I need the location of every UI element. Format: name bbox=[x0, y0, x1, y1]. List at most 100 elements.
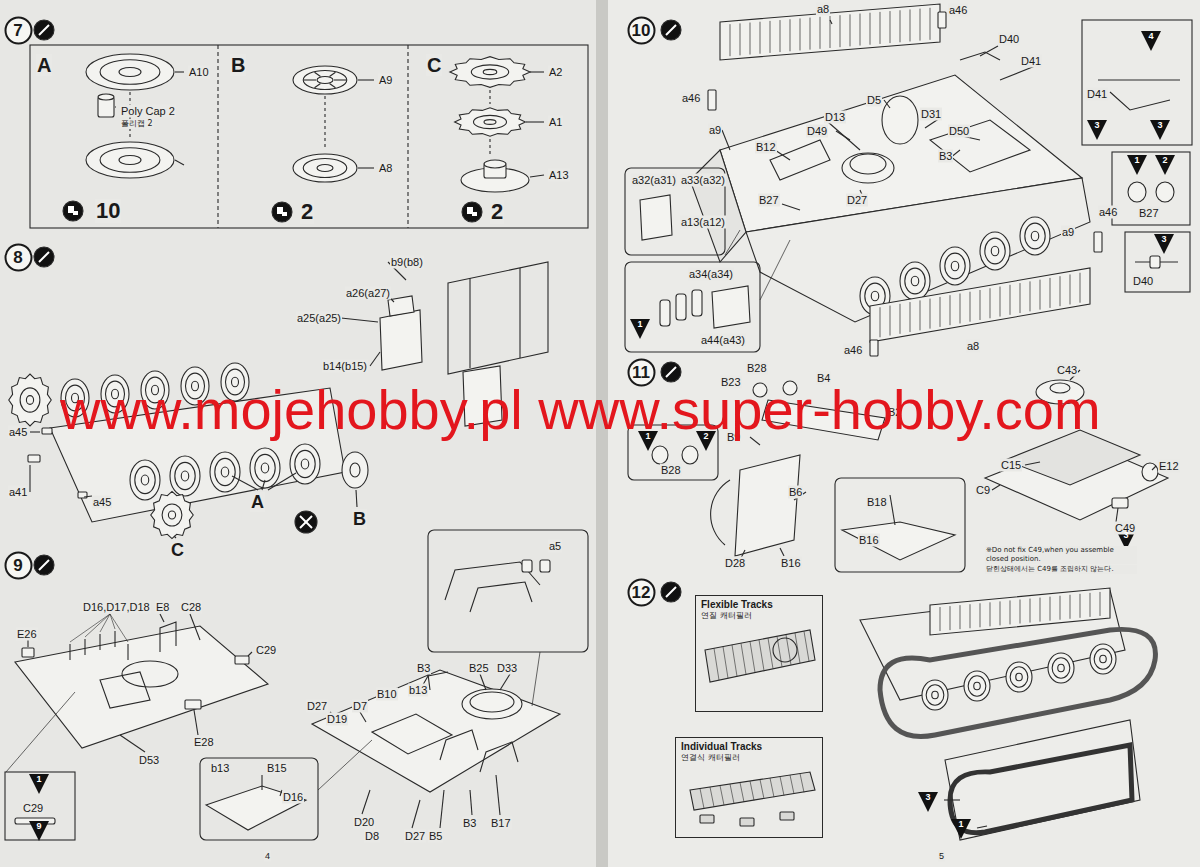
idler-wheel bbox=[293, 66, 357, 94]
part-number: D41 bbox=[1020, 55, 1042, 68]
track-link bbox=[760, 780, 764, 799]
hatch-plate bbox=[372, 714, 452, 754]
inset-frame bbox=[428, 530, 588, 652]
side-screen bbox=[1040, 280, 1041, 310]
pencil-icon bbox=[39, 252, 49, 262]
pencil-icon bbox=[34, 20, 54, 40]
pencil-icon bbox=[661, 20, 681, 40]
leader-line bbox=[530, 71, 544, 72]
road-wheel bbox=[295, 450, 315, 477]
step-number: 9 bbox=[13, 556, 22, 575]
road-wheel bbox=[871, 291, 879, 301]
side-screen bbox=[770, 21, 771, 53]
leader-line bbox=[440, 790, 444, 828]
leader-line bbox=[775, 150, 790, 160]
side-screen bbox=[870, 268, 1090, 342]
side-screen bbox=[820, 17, 821, 49]
quantity-icon bbox=[63, 201, 83, 221]
part-number: B3 bbox=[416, 662, 431, 675]
side-screen bbox=[1080, 273, 1081, 303]
side-screen bbox=[970, 604, 971, 628]
part-number: D19 bbox=[326, 713, 348, 726]
road-wheel bbox=[1020, 217, 1050, 255]
track-link bbox=[795, 633, 800, 663]
road-wheel bbox=[945, 253, 965, 279]
leader-line bbox=[977, 826, 987, 828]
leader-line bbox=[1025, 462, 1040, 465]
part-number: a13(a12) bbox=[680, 216, 726, 229]
hatch-open bbox=[882, 96, 918, 144]
part-number: D7 bbox=[352, 700, 368, 713]
idler-spoke bbox=[334, 79, 346, 80]
callout-triangle bbox=[1127, 155, 1147, 175]
part-number: A10 bbox=[188, 66, 210, 79]
floor-part bbox=[22, 648, 34, 657]
idler-wheel bbox=[303, 158, 347, 177]
floor-part bbox=[185, 700, 201, 709]
cargo-hatch bbox=[930, 120, 1030, 172]
step-number: 7 bbox=[13, 21, 22, 40]
leader-line bbox=[30, 431, 40, 432]
leader-line bbox=[27, 640, 28, 647]
part-detail bbox=[652, 446, 668, 464]
hull-side bbox=[945, 720, 1140, 840]
road-wheel bbox=[135, 466, 155, 493]
final-drive bbox=[484, 160, 506, 168]
callout-number: 1 bbox=[31, 773, 47, 785]
inset-box: Individual Tracks연결식 캐터필러 bbox=[675, 737, 823, 838]
road-wheel bbox=[170, 456, 200, 496]
part-number: C29 bbox=[255, 644, 277, 657]
part-number: a5 bbox=[548, 540, 562, 553]
leader-line bbox=[782, 204, 800, 210]
sprocket bbox=[26, 396, 33, 405]
side-screen bbox=[1030, 281, 1031, 311]
poly-cap bbox=[98, 94, 114, 100]
part-number: b9(b8) bbox=[390, 256, 424, 269]
leader-line bbox=[115, 106, 116, 107]
part-number: D27 bbox=[306, 700, 328, 713]
part-number: E28 bbox=[193, 736, 215, 749]
idler-spoke bbox=[330, 83, 336, 87]
part-number: a25(a25) bbox=[296, 312, 342, 325]
part-number: D49 bbox=[806, 125, 828, 138]
side-screen bbox=[1070, 595, 1071, 619]
road-wheel bbox=[290, 444, 320, 484]
side-screen bbox=[850, 14, 851, 46]
track-link bbox=[804, 631, 809, 661]
no-glue-icon bbox=[300, 516, 312, 528]
side-screen bbox=[1050, 597, 1051, 621]
leader-line bbox=[248, 652, 252, 656]
road-wheel bbox=[968, 676, 986, 696]
quantity: 2 bbox=[490, 200, 504, 224]
pencil-icon bbox=[666, 587, 676, 597]
idler-spoke bbox=[315, 72, 321, 76]
zoom-line bbox=[6, 692, 75, 772]
road-wheel bbox=[932, 691, 939, 699]
track-link bbox=[750, 642, 755, 673]
rotation-arrow bbox=[711, 480, 730, 545]
side-screen bbox=[930, 299, 931, 329]
sprocket bbox=[484, 120, 496, 125]
quantity-icon bbox=[73, 211, 78, 215]
side-screen bbox=[910, 302, 911, 332]
part-number: B10 bbox=[376, 688, 398, 701]
step-number-circle: 12 bbox=[627, 578, 656, 607]
road-wheel bbox=[911, 276, 919, 286]
side-screen bbox=[1090, 593, 1091, 617]
road-wheel bbox=[922, 680, 948, 710]
part-detail bbox=[540, 560, 550, 572]
step-number-circle: 8 bbox=[4, 243, 33, 272]
screen-bracket bbox=[708, 90, 716, 110]
road-wheel bbox=[100, 60, 160, 84]
part-number: B16 bbox=[858, 534, 880, 547]
road-wheel bbox=[181, 471, 189, 481]
sprocket bbox=[162, 504, 182, 526]
road-wheel bbox=[905, 268, 925, 294]
inset-detail bbox=[1110, 92, 1170, 110]
callout-triangle bbox=[1087, 120, 1107, 140]
part-number: B18 bbox=[866, 496, 888, 509]
part-number: C29 bbox=[22, 802, 44, 815]
part-number: B27 bbox=[758, 194, 780, 207]
leader-line bbox=[358, 79, 374, 80]
side-screen bbox=[870, 13, 871, 45]
